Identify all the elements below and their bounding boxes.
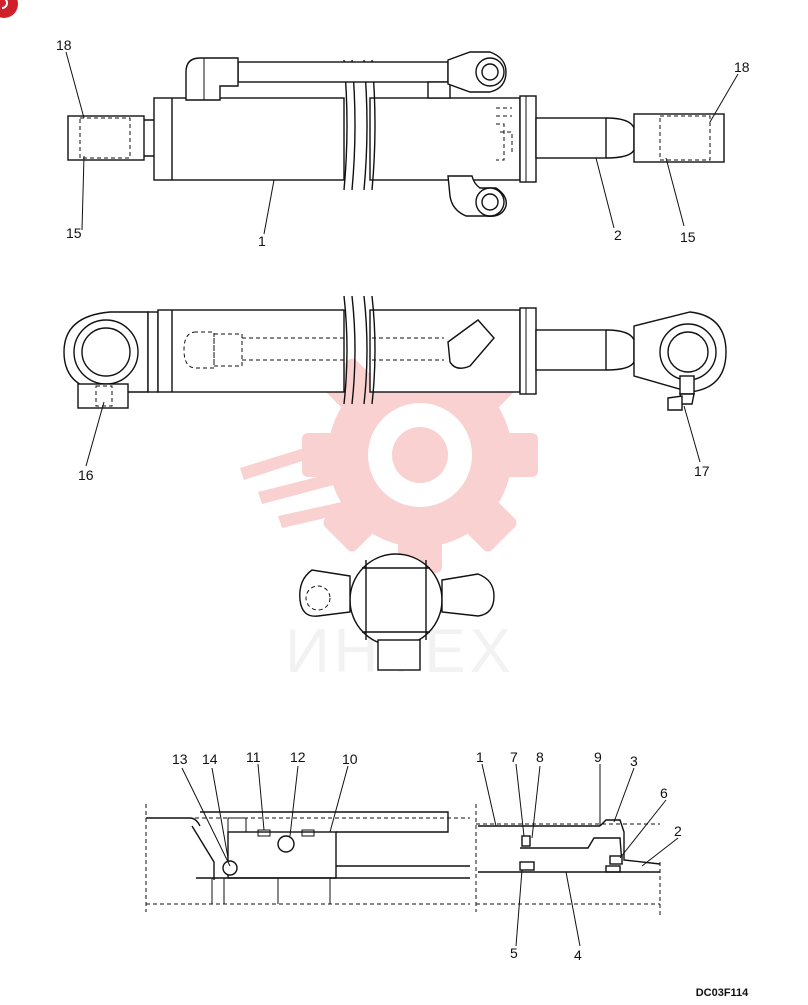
callout-rod-4: 4 [574,947,582,963]
callout-rod-6: 6 [660,785,668,801]
end-view [299,553,495,671]
callout-rod-8: 8 [536,749,544,765]
callout-top-18-right: 18 [734,59,750,75]
callout-rod-5: 5 [510,945,518,961]
gear-icon [240,337,538,573]
callout-rod-9: 9 [594,749,602,765]
callout-top-18-left: 18 [56,37,72,53]
callout-section-13: 13 [172,751,188,767]
callout-top-15-right: 15 [680,229,696,245]
callout-section-10: 10 [342,751,358,767]
callout-rod-1: 1 [476,749,484,765]
section-view-head [145,804,470,912]
callout-side-17: 17 [694,463,710,479]
side-view [63,295,727,411]
callout-rod-2: 2 [674,823,682,839]
callout-top-2: 2 [614,227,622,243]
callout-side-16: 16 [78,467,94,483]
corner-badge [0,0,18,18]
callout-section-12: 12 [290,749,306,765]
drawing-code: DC03F114 [696,987,749,999]
callout-labels: 18 15 1 2 15 18 16 17 13 14 11 12 10 1 7… [56,37,750,963]
leader-lines [65,51,739,947]
callout-section-14: 14 [202,751,218,767]
section-view-rod [475,804,661,918]
callout-top-1: 1 [258,233,266,249]
top-view [67,51,725,217]
callout-section-11: 11 [246,749,261,765]
callout-rod-3: 3 [630,753,638,769]
callout-rod-7: 7 [510,749,518,765]
callout-top-15-left: 15 [66,225,82,241]
